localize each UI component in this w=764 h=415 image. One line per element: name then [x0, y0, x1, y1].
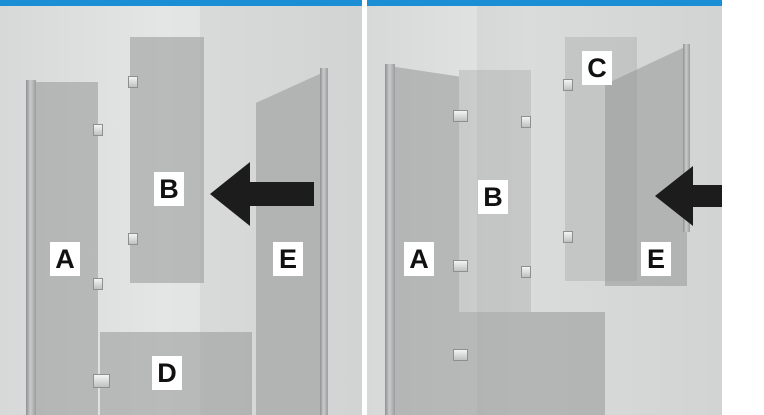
wall-profile-e	[320, 68, 328, 415]
wall-profile-a	[26, 80, 36, 415]
glass-panel-b	[130, 37, 204, 283]
label-b: B	[478, 180, 508, 214]
hinge-icon	[521, 116, 531, 128]
hinge-icon	[453, 260, 468, 272]
page-margin	[722, 0, 764, 415]
hinge-icon	[563, 79, 573, 91]
hinge-icon	[563, 231, 573, 243]
hinge-icon	[93, 278, 103, 290]
hinge-icon	[128, 233, 138, 245]
hinge-icon	[453, 349, 468, 361]
hinge-icon	[453, 110, 468, 122]
glass-panel-a	[389, 66, 459, 415]
hinge-icon	[93, 374, 110, 388]
label-e: E	[641, 242, 671, 276]
glass-panel-bottom	[459, 312, 605, 415]
hinge-icon	[93, 124, 103, 136]
label-d: D	[152, 356, 182, 390]
hinge-icon	[521, 266, 531, 278]
label-b: B	[154, 172, 184, 206]
diagram-panel-after: A B C E	[367, 6, 722, 415]
label-c: C	[582, 51, 612, 85]
hinge-icon	[128, 76, 138, 88]
arrow-left-icon	[655, 166, 722, 226]
arrow-left-icon	[210, 162, 314, 226]
label-e: E	[273, 242, 303, 276]
diagram-panel-before: A B D E	[0, 6, 362, 415]
label-a: A	[50, 242, 80, 276]
label-a: A	[404, 242, 434, 276]
wall-profile-a	[385, 64, 395, 415]
